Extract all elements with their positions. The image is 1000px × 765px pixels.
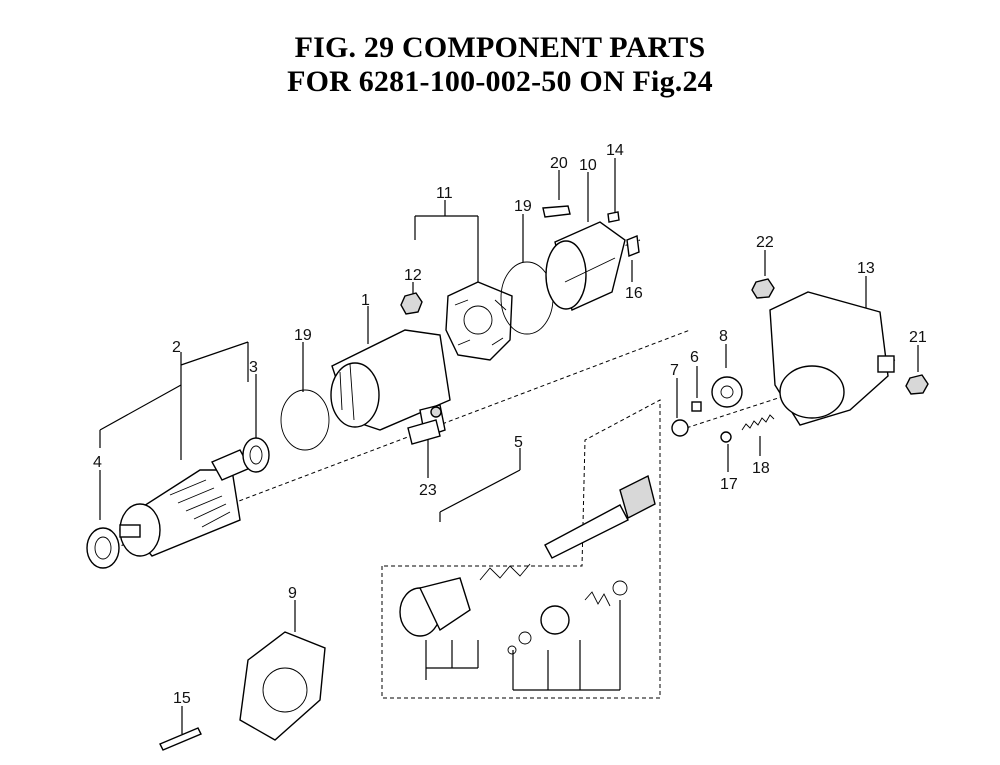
stud-part-16 (626, 235, 640, 257)
callout-13: 13 (857, 260, 875, 277)
yoke-part-1 (330, 329, 451, 438)
armature-part-2 (119, 449, 251, 557)
assembly-5-boundary (381, 399, 661, 699)
callout-19-left: 19 (294, 327, 312, 344)
callout-18: 18 (752, 460, 770, 477)
pin-part-6 (691, 401, 702, 412)
bearing-part-3 (242, 437, 270, 473)
callout-8: 8 (719, 328, 728, 345)
callout-14: 14 (606, 142, 624, 159)
callout-6: 6 (690, 349, 699, 366)
brush-holder-part-11 (445, 281, 513, 361)
clutch-assembly-part-5 (399, 474, 656, 655)
callout-12: 12 (404, 267, 422, 284)
callout-23: 23 (419, 482, 437, 499)
figure-title-line-2: FOR 6281-100-002-50 ON Fig.24 (287, 65, 713, 98)
callout-16: 16 (625, 285, 643, 302)
callout-1: 1 (361, 292, 370, 309)
terminal-part-23 (407, 406, 442, 445)
callout-5: 5 (514, 434, 523, 451)
nut-part-22 (751, 278, 775, 299)
callout-19-right: 19 (514, 198, 532, 215)
bearing-part-4 (86, 527, 120, 569)
callout-4: 4 (93, 454, 102, 471)
spring-part-18 (741, 414, 775, 431)
nut-part-12 (400, 292, 423, 315)
bolt-part-15 (159, 727, 202, 751)
ball-part-17 (720, 431, 732, 443)
callout-3: 3 (249, 359, 258, 376)
callout-2: 2 (172, 339, 181, 356)
nut-part-21 (905, 374, 929, 395)
callout-22: 22 (756, 234, 774, 251)
rear-cover-part-10 (545, 221, 626, 311)
housing-part-13 (769, 291, 895, 426)
callout-10: 10 (579, 157, 597, 174)
callout-17: 17 (720, 476, 738, 493)
callout-20: 20 (550, 155, 568, 172)
callout-11: 11 (436, 185, 453, 202)
callout-9: 9 (288, 585, 297, 602)
o-ring-part-19-left (280, 389, 330, 451)
callout-labels: 1 2 3 4 5 6 7 8 9 10 11 12 13 14 15 16 1… (93, 142, 927, 707)
gear-part-8 (711, 376, 743, 408)
callout-15: 15 (173, 690, 191, 707)
bolt-part-20 (542, 205, 571, 218)
washer-part-7 (671, 419, 689, 437)
callout-21: 21 (909, 329, 927, 346)
figure-title-line-1: FIG. 29 COMPONENT PARTS (294, 31, 706, 64)
front-bracket-part-9 (239, 631, 326, 741)
screw-part-14 (607, 211, 620, 223)
callout-7: 7 (670, 362, 679, 379)
